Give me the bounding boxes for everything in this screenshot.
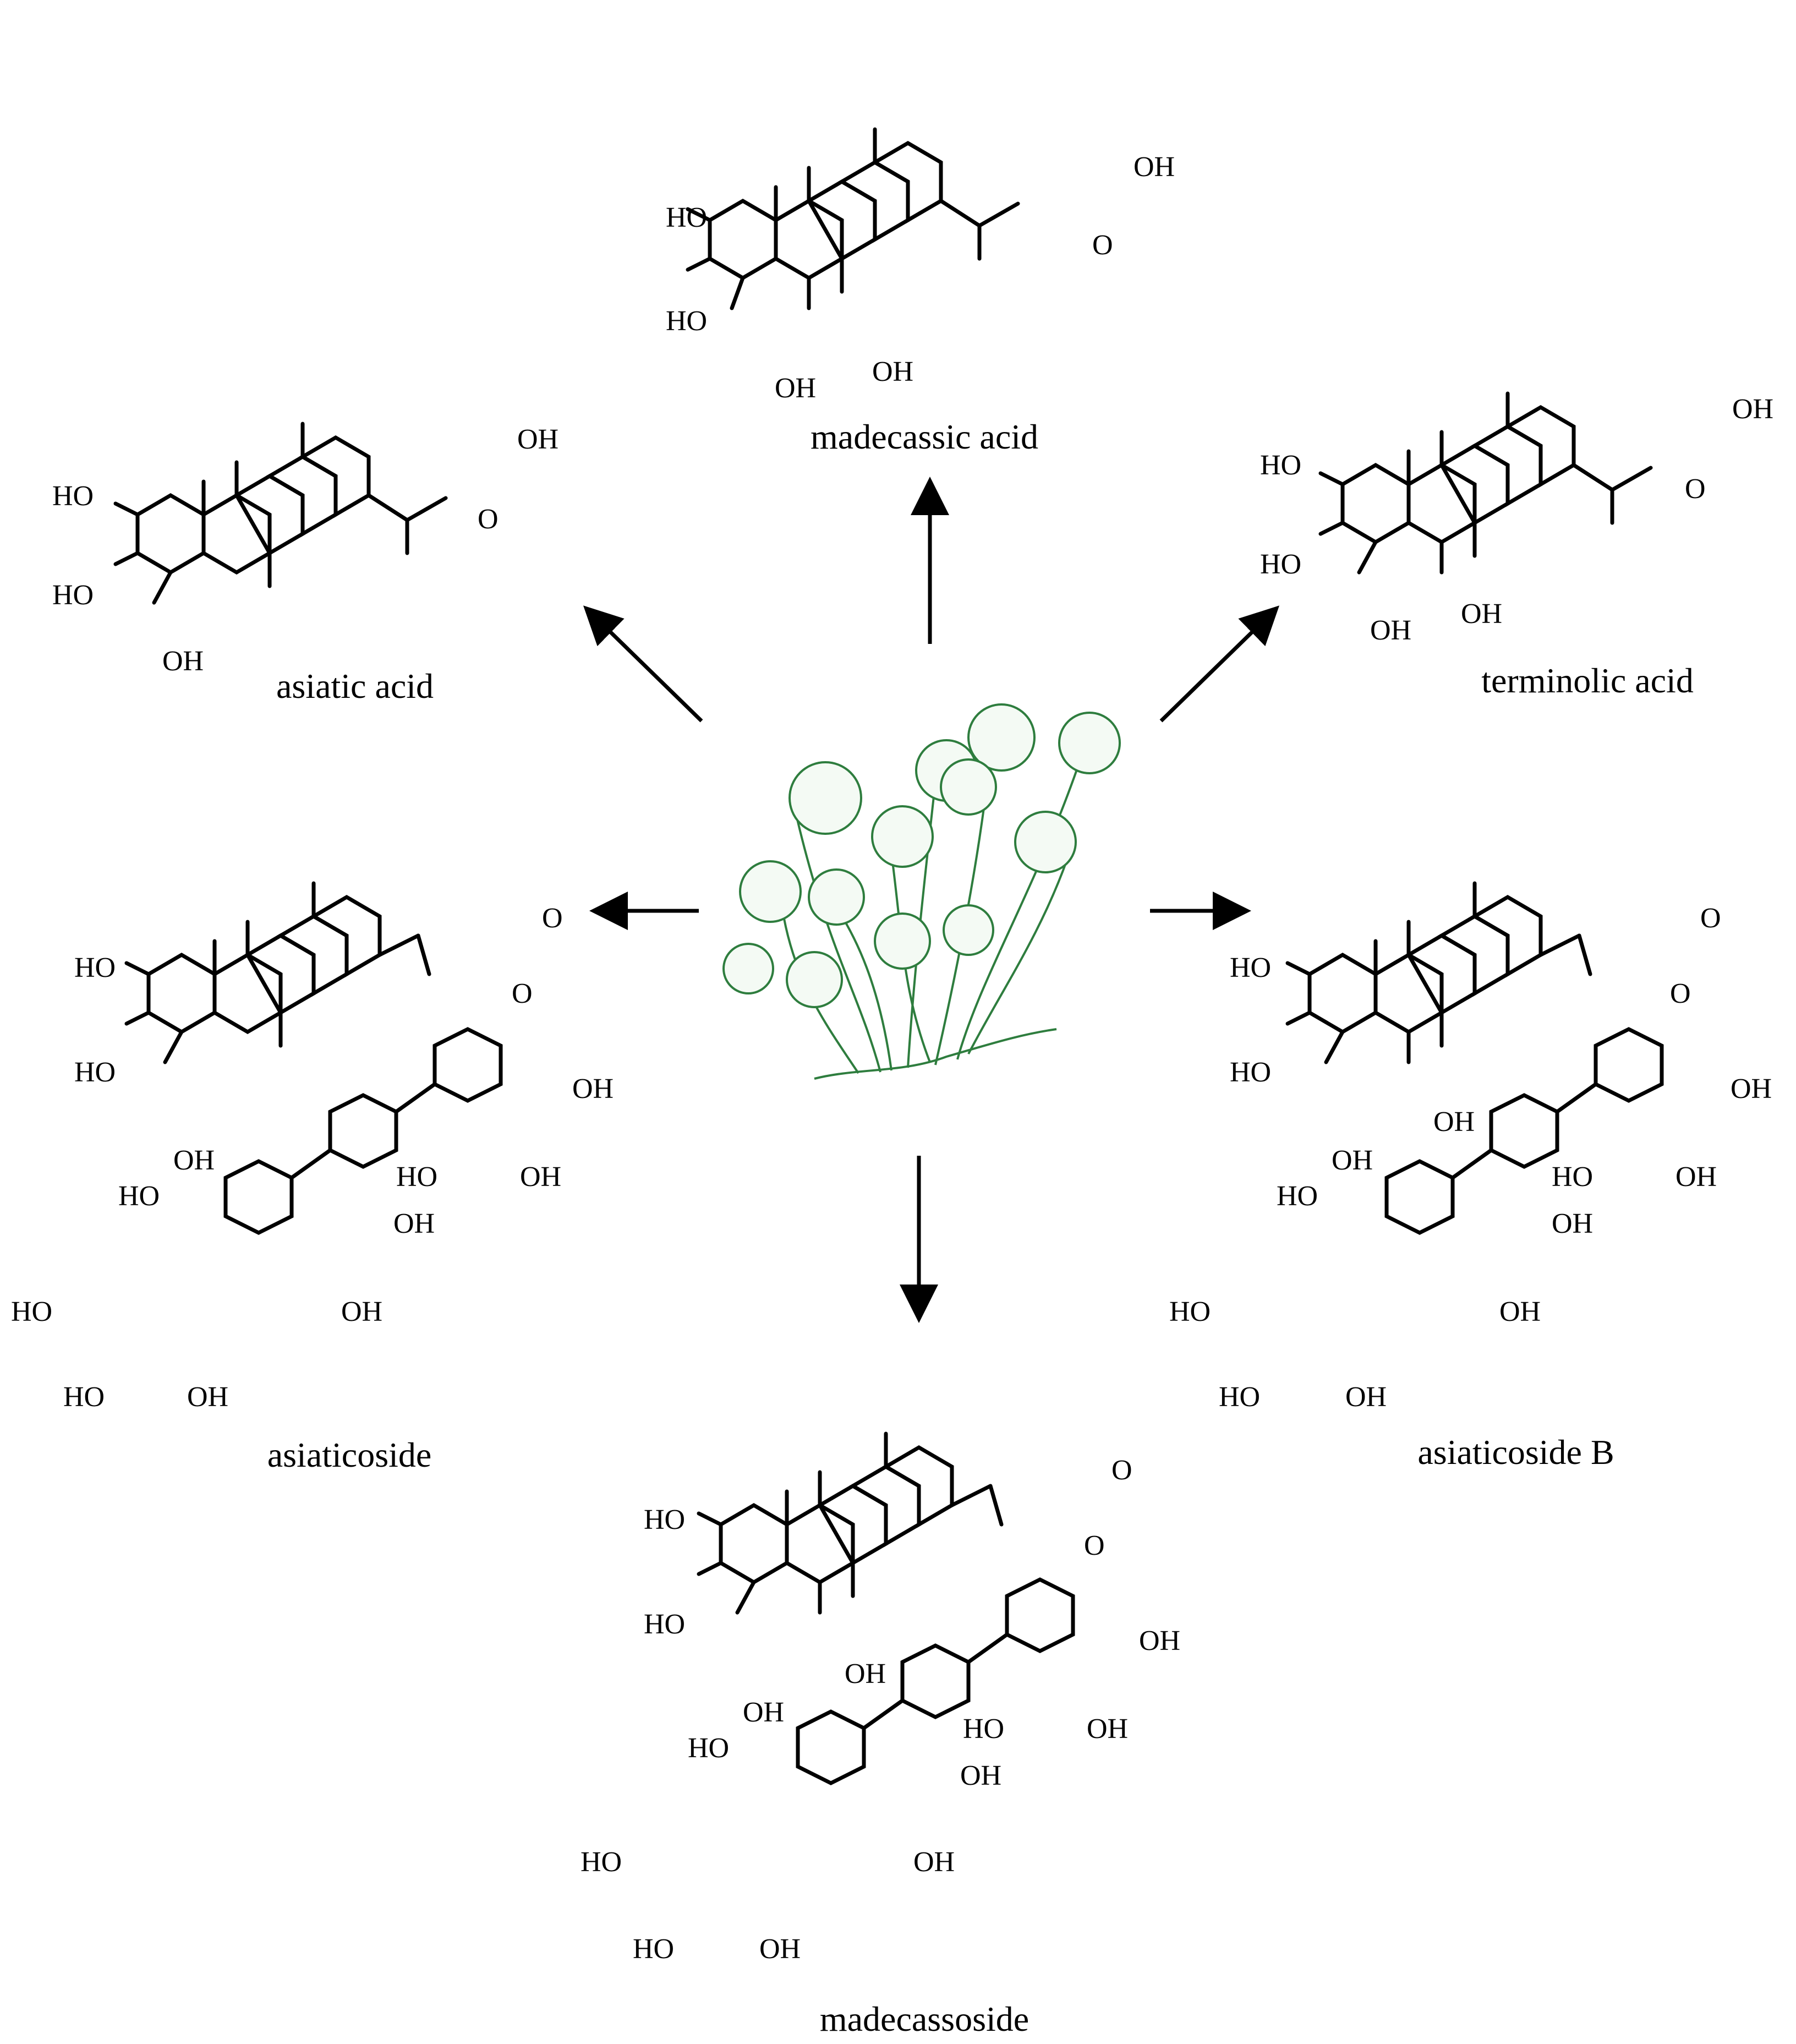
asiaticoside-ho-2: HO [74, 1057, 116, 1088]
asiatic-acid-o: O [478, 504, 499, 535]
madecassoside-oh-3: OH [1139, 1625, 1180, 1657]
asiaticoside-b-oh-2: OH [1433, 1106, 1475, 1138]
madecassoside-ho-4: HO [688, 1733, 729, 1764]
asiaticoside-b-sugars [1387, 1029, 1662, 1233]
terminolic-acid-o: O [1685, 473, 1706, 505]
terminolic-acid-structure [1318, 394, 1653, 575]
asiaticoside-ho-3: HO [396, 1161, 437, 1193]
asiaticoside-b-oh-1: OH [1332, 1145, 1373, 1176]
terminolic-acid-oh-3: OH [1732, 394, 1773, 425]
asiaticoside-b-oh-5: OH [1552, 1208, 1593, 1239]
madecassic-acid-oh-3: OH [1134, 151, 1175, 183]
asiaticoside-b-oh-7: OH [1345, 1381, 1387, 1413]
asiatic-acid-ho-2: HO [52, 580, 94, 611]
madecassoside-oh-5: OH [960, 1760, 1001, 1791]
madecassoside-ho-2: HO [644, 1609, 685, 1640]
arrow-to-asiatic-acid [583, 605, 703, 723]
terminolic-acid-ho-1: HO [1260, 450, 1301, 481]
asiaticoside-b-oh-6: OH [1499, 1296, 1541, 1327]
madecassic-acid-oh-1: OH [775, 373, 816, 404]
asiaticoside-name: asiaticoside [267, 1435, 432, 1474]
asiaticoside-ho-5: HO [11, 1296, 52, 1327]
madecassoside-oh-7: OH [759, 1933, 801, 1965]
arrow-to-terminolic-acid [1159, 605, 1280, 723]
asiaticoside-b-ho-5: HO [1169, 1296, 1211, 1327]
asiaticoside-oh-3: OH [520, 1161, 561, 1193]
madecassoside-oh-1: OH [743, 1697, 784, 1728]
terminolic-acid-ho-2: HO [1260, 549, 1301, 580]
madecassoside-structure [697, 1434, 1004, 1615]
asiaticoside-ho-1: HO [74, 952, 116, 983]
asiaticoside-oh-5: OH [341, 1296, 382, 1327]
madecassic-acid-o: O [1092, 229, 1113, 261]
madecassoside-o-1: O [1111, 1455, 1132, 1486]
asiatic-acid-oh-1: OH [162, 646, 204, 677]
madecassoside-sugars [798, 1580, 1073, 1783]
asiaticoside-b-name: asiaticoside B [1417, 1433, 1614, 1472]
asiaticoside-oh-2: OH [572, 1073, 614, 1105]
madecassoside-ho-3: HO [963, 1713, 1004, 1745]
asiaticoside-b-ho-3: HO [1552, 1161, 1593, 1193]
madecassoside-ho-5: HO [581, 1846, 622, 1878]
asiaticoside-b-ho-4: HO [1277, 1181, 1318, 1212]
asiaticoside-b-ho-2: HO [1230, 1057, 1271, 1088]
madecassoside-ho-6: HO [633, 1933, 674, 1965]
centella-plant-icon [722, 703, 1121, 1080]
madecassoside-oh-2: OH [845, 1658, 886, 1690]
asiatic-acid-oh-2: OH [517, 424, 558, 455]
asiatic-acid-structure [113, 424, 448, 605]
asiaticoside-sugars [226, 1029, 501, 1233]
madecassic-acid-ho-2: HO [666, 305, 707, 337]
madecassic-acid-structure [686, 129, 1020, 310]
asiaticoside-oh-4: OH [393, 1208, 435, 1239]
asiaticoside-b-ho-1: HO [1230, 952, 1271, 983]
madecassoside-o-2: O [1084, 1530, 1105, 1561]
asiaticoside-oh-1: OH [173, 1145, 215, 1176]
asiaticoside-structure [124, 883, 431, 1064]
madecassoside-ho-1: HO [644, 1504, 685, 1535]
madecassic-acid-oh-2: OH [872, 356, 913, 387]
asiaticoside-b-structure [1285, 883, 1592, 1064]
terminolic-acid-name: terminolic acid [1481, 661, 1694, 700]
asiaticoside-b-ho-6: HO [1219, 1381, 1260, 1413]
madecassoside-oh-4: OH [1087, 1713, 1128, 1745]
madecassoside-oh-6: OH [913, 1846, 955, 1878]
asiaticoside-b-oh-4: OH [1675, 1161, 1717, 1193]
terminolic-acid-oh-2: OH [1461, 598, 1502, 630]
asiaticoside-o-1: O [542, 903, 563, 934]
asiaticoside-b-oh-3: OH [1731, 1073, 1772, 1105]
asiaticoside-b-o-1: O [1700, 903, 1721, 934]
madecassic-acid-ho-1: HO [666, 202, 707, 233]
terminolic-acid-oh-1: OH [1370, 615, 1411, 646]
madecassic-acid-name: madecassic acid [811, 417, 1038, 456]
asiaticoside-o-2: O [512, 978, 533, 1009]
asiatic-acid-ho-1: HO [52, 480, 94, 512]
madecassoside-name: madecassoside [820, 1999, 1029, 2038]
asiaticoside-ho-4: HO [118, 1181, 160, 1212]
asiaticoside-b-o-2: O [1670, 978, 1691, 1009]
asiatic-acid-name: asiatic acid [276, 666, 434, 706]
asiaticoside-oh-6: OH [187, 1381, 228, 1413]
asiaticoside-ho-6: HO [63, 1381, 105, 1413]
